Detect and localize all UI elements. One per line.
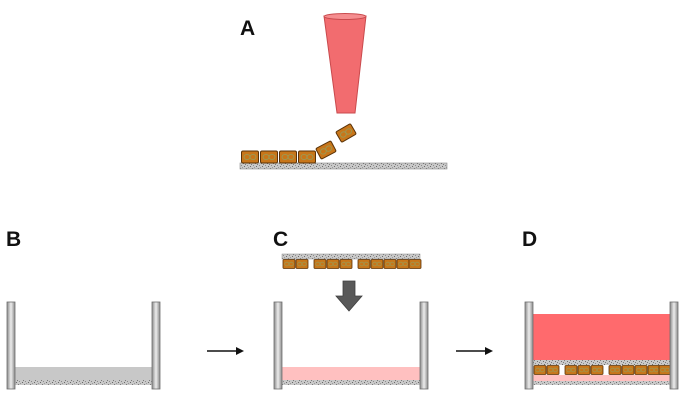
substrate-slide	[239, 162, 448, 170]
cell-icon	[621, 365, 635, 375]
culture-medium	[533, 314, 670, 361]
cell-icon	[577, 365, 591, 375]
cell-row-a	[241, 123, 357, 164]
well-bottom-substrate	[282, 380, 420, 385]
cell-icon	[546, 365, 560, 375]
cell-icon	[608, 365, 622, 375]
laser-beam-icon	[323, 15, 367, 114]
well-wall-left	[524, 301, 534, 390]
cell-icon	[313, 259, 327, 269]
well-wall-right	[151, 301, 161, 390]
cell-icon	[315, 140, 337, 160]
down-arrow-icon	[335, 280, 363, 312]
cell-icon	[298, 150, 316, 164]
cell-icon	[260, 150, 278, 164]
cell-icon	[383, 259, 397, 269]
cell-icon	[357, 259, 371, 269]
well-bottom-substrate	[533, 381, 670, 385]
panel-b	[6, 301, 161, 390]
well-wall-right	[419, 301, 429, 390]
well-gel-pink	[282, 367, 420, 380]
cell-icon	[647, 365, 661, 375]
laser-beam-top	[323, 13, 367, 20]
cell-icon	[590, 365, 604, 375]
cell-sheet-carrier	[281, 253, 421, 260]
cell-icon	[533, 365, 547, 375]
panel-c	[273, 253, 429, 390]
panel-d	[524, 301, 679, 390]
cell-icon	[370, 259, 384, 269]
cell-icon	[241, 150, 259, 164]
cell-icon	[279, 150, 297, 164]
cell-row-d	[533, 365, 672, 375]
transferred-carrier	[533, 360, 670, 365]
cell-icon	[408, 259, 422, 269]
well-wall-left	[273, 301, 283, 390]
panel-label-b: B	[6, 228, 22, 251]
cell-icon	[564, 365, 578, 375]
cell-icon	[658, 365, 672, 375]
cell-row-c	[282, 259, 422, 269]
panel-label-c: C	[273, 228, 289, 251]
well-wall-left	[6, 301, 16, 390]
right-arrow-icon	[207, 347, 244, 355]
cell-icon	[282, 259, 296, 269]
cell-icon	[339, 259, 353, 269]
cell-icon	[295, 259, 309, 269]
cell-icon	[335, 123, 357, 143]
well-wall-right	[669, 301, 679, 390]
well-gel-pink	[533, 375, 670, 381]
cell-icon	[326, 259, 340, 269]
panel-label-a: A	[240, 17, 256, 40]
cell-icon	[396, 259, 410, 269]
well-bottom-substrate	[15, 380, 152, 385]
cell-icon	[634, 365, 648, 375]
well-gel-gray	[15, 367, 152, 380]
panel-label-d: D	[522, 228, 538, 251]
panel-a	[239, 13, 448, 170]
right-arrow-icon	[456, 347, 493, 355]
